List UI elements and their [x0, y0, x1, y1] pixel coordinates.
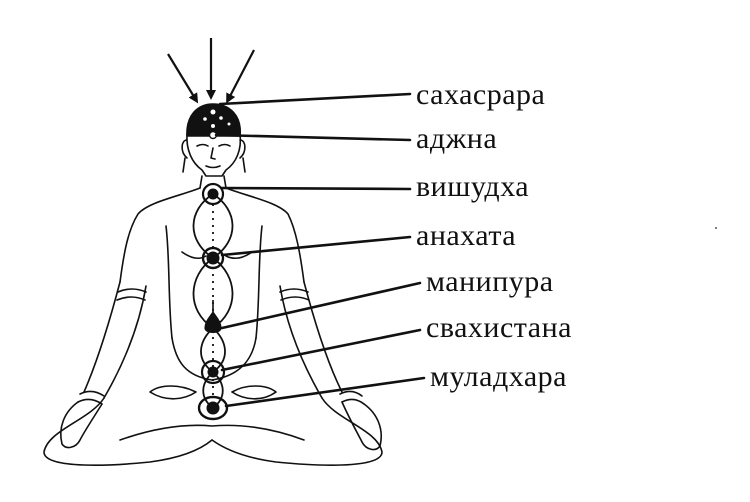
left-upper-arm: [83, 281, 121, 393]
manipura-marker: [204, 300, 222, 334]
face: [186, 133, 242, 177]
leader-line-vishuddha: [220, 186, 412, 191]
anahata-ring: [201, 246, 225, 270]
anahata-marker: [201, 246, 225, 270]
label-anahata: анахата: [416, 219, 517, 252]
vishuddha-core: [207, 188, 219, 200]
leader-line-muladhara: [224, 376, 426, 408]
meditating-figure: [43, 103, 383, 466]
right-eye: [218, 143, 231, 147]
left-armband: [116, 288, 147, 301]
crown-dot: [211, 124, 215, 128]
right-upper-arm: [303, 281, 343, 393]
mouth: [205, 165, 221, 169]
energy-arrow-left: [167, 53, 199, 104]
svadhisthana-marker: [200, 359, 226, 385]
crown-dot: [219, 116, 223, 120]
anahata-core: [206, 251, 220, 265]
right-wristband: [339, 390, 365, 405]
crown-dots: [203, 109, 231, 128]
left-foot: [149, 385, 197, 400]
label-sahasrara: сахасрара: [416, 78, 546, 111]
right-leg: [211, 397, 383, 466]
muladhara-core: [206, 401, 220, 415]
energy-arrow-right: [226, 49, 255, 104]
left-earring: [182, 157, 186, 173]
crown-dot: [227, 122, 231, 126]
right-armband: [279, 288, 310, 301]
label-vishuddha: вишудха: [416, 170, 530, 203]
right-earring: [242, 157, 246, 173]
neck-left: [199, 175, 203, 189]
label-manipura: манипура: [426, 265, 554, 298]
leader-line-manipura: [220, 281, 422, 330]
waist: [171, 337, 257, 381]
energy-arrows: [167, 38, 255, 104]
left-eye: [196, 143, 209, 147]
leader-line-anahata: [220, 235, 412, 257]
chakra-markers: [197, 109, 231, 421]
crown-dot: [203, 117, 207, 121]
left-upper-arm-inner: [103, 285, 147, 399]
svadhisthana-core: [207, 366, 219, 378]
head-crown: [186, 103, 241, 137]
left-hand: [60, 401, 103, 449]
label-svadhisthana: свахистана: [426, 311, 572, 344]
label-ajna: аджна: [416, 122, 498, 155]
left-leg: [43, 397, 213, 466]
right-foot: [231, 385, 277, 400]
left-ear: [181, 139, 188, 159]
leader-lines: [214, 92, 426, 408]
vishuddha-ring: [201, 182, 225, 206]
vishuddha-marker: [201, 182, 225, 206]
right-torso: [255, 225, 263, 339]
right-hand: [341, 401, 382, 451]
right-upper-arm-inner: [279, 285, 323, 399]
neck-right: [223, 175, 227, 189]
leader-line-sahasrara: [218, 92, 412, 106]
scan-speck: [715, 227, 717, 229]
crown-dot: [210, 109, 216, 115]
leader-line-ajna: [214, 133, 412, 142]
label-muladhara: муладхара: [430, 360, 567, 393]
left-shoulder: [119, 187, 201, 283]
manipura-flame: [204, 310, 222, 334]
lap-line: [119, 424, 305, 441]
left-torso: [165, 225, 173, 339]
svadhisthana-ring: [200, 359, 226, 385]
leader-line-svadhisthana: [220, 328, 422, 372]
muladhara-ring: [197, 395, 229, 421]
right-shoulder: [225, 187, 305, 283]
right-ear: [239, 139, 246, 159]
left-chest: [181, 251, 207, 260]
muladhara-marker: [197, 395, 229, 421]
nose: [210, 147, 216, 160]
